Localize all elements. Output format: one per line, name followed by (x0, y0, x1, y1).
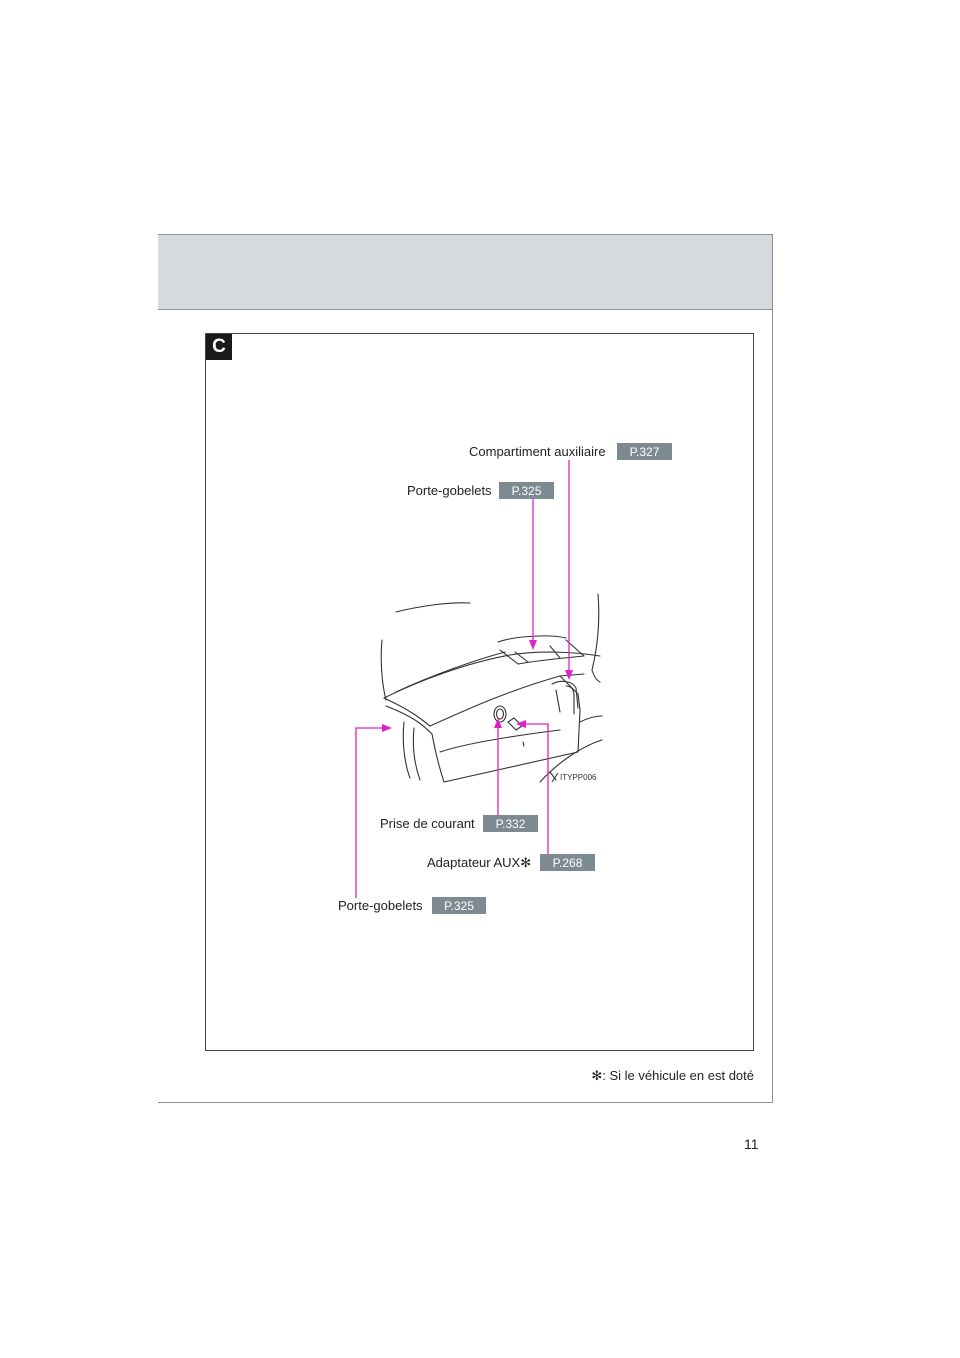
asterisk-icon: ✻ (520, 855, 532, 870)
page-ref-badge-porte-gobelets-top[interactable]: P.325 (499, 482, 554, 499)
image-code: ITYPP006 (560, 773, 597, 782)
right-margin-rule (772, 234, 773, 1103)
bottom-rule (158, 1102, 773, 1103)
callout-label-prise-de-courant: Prise de courant (380, 816, 475, 831)
page-ref-badge-adaptateur-aux[interactable]: P.268 (540, 854, 595, 871)
asterisk-icon: ✻ (591, 1068, 603, 1083)
page-ref-badge-porte-gobelets-bottom[interactable]: P.325 (432, 897, 486, 914)
adaptateur-aux-text: Adaptateur AUX (427, 855, 521, 870)
page-ref-badge-prise-de-courant[interactable]: P.332 (483, 815, 538, 832)
section-letter-badge: C (206, 334, 232, 360)
page-number: 11 (744, 1136, 759, 1152)
page-ref-badge-compartiment[interactable]: P.327 (617, 443, 672, 460)
header-band (158, 234, 772, 310)
callout-label-porte-gobelets-top: Porte-gobelets (407, 483, 492, 498)
footnote: ✻: Si le véhicule en est doté (591, 1068, 754, 1084)
callout-label-adaptateur-aux: Adaptateur AUX✻ (427, 855, 531, 871)
footnote-text: : Si le véhicule en est doté (602, 1068, 754, 1083)
callout-label-porte-gobelets-bottom: Porte-gobelets (338, 898, 423, 913)
figure-frame (205, 333, 754, 1051)
callout-label-compartiment-auxiliaire: Compartiment auxiliaire (469, 444, 606, 459)
